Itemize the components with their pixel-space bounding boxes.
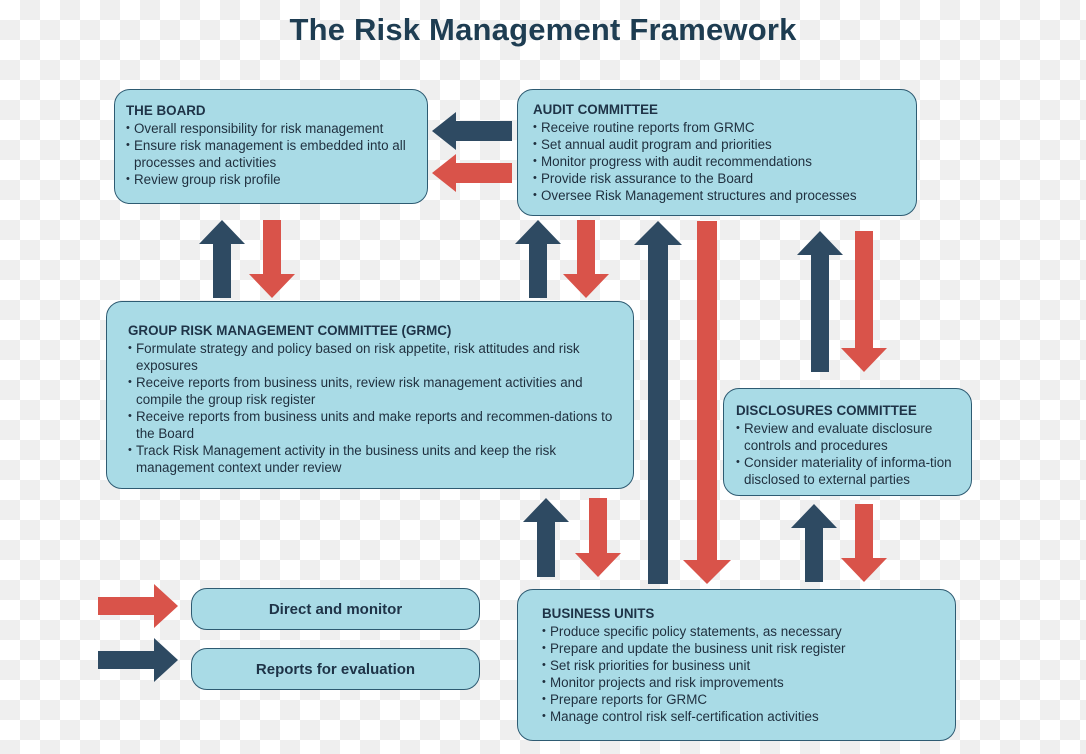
- direct-arrow-disclosures-to-business: [841, 504, 887, 582]
- list-item: Oversee Risk Management structures and p…: [533, 187, 906, 204]
- list-item: Overall responsibility for risk manageme…: [126, 120, 417, 137]
- report-arrow-business-to-audit: [634, 221, 682, 584]
- legend-reports-label: Reports for evaluation: [191, 648, 480, 690]
- business-list: Produce specific policy statements, as n…: [542, 623, 945, 725]
- report-arrow-grmc-to-board: [199, 220, 245, 298]
- list-item: Prepare and update the business unit ris…: [542, 640, 945, 657]
- list-item: Consider materiality of informa-tion dis…: [736, 454, 963, 488]
- direct-arrow-board-to-grmc: [249, 220, 295, 298]
- grmc-list: Formulate strategy and policy based on r…: [128, 340, 614, 476]
- disclosures-committee-box: DISCLOSURES COMMITTEE Review and evaluat…: [723, 388, 972, 496]
- list-item: Manage control risk self-certification a…: [542, 708, 945, 725]
- business-heading: BUSINESS UNITS: [542, 606, 655, 621]
- list-item: Track Risk Management activity in the bu…: [128, 442, 614, 476]
- board-list: Overall responsibility for risk manageme…: [126, 120, 417, 188]
- report-arrow-audit-to-board: [432, 112, 512, 150]
- list-item: Ensure risk management is embedded into …: [126, 137, 409, 171]
- legend-direct-arrow-icon: [98, 584, 178, 628]
- legend-reports-text: Reports for evaluation: [255, 660, 416, 678]
- grmc-heading: GROUP RISK MANAGEMENT COMMITTEE (GRMC): [128, 323, 452, 338]
- list-item: Receive reports from business units, rev…: [128, 374, 614, 408]
- direct-arrow-audit-to-board: [432, 154, 512, 192]
- diagram-title: The Risk Management Framework: [289, 12, 797, 47]
- report-arrow-business-to-grmc: [523, 498, 569, 577]
- direct-arrow-audit-to-grmc: [563, 220, 609, 298]
- direct-arrow-audit-to-disclosures: [841, 231, 887, 372]
- list-item: Provide risk assurance to the Board: [533, 170, 906, 187]
- business-units-box: BUSINESS UNITS Produce specific policy s…: [517, 589, 956, 741]
- audit-heading: AUDIT COMMITTEE: [533, 102, 658, 117]
- list-item: Prepare reports for GRMC: [542, 691, 945, 708]
- disclosures-list: Review and evaluate disclosure controls …: [736, 420, 963, 488]
- list-item: Produce specific policy statements, as n…: [542, 623, 945, 640]
- report-arrow-business-to-disclosures: [791, 504, 837, 582]
- list-item: Set annual audit program and priorities: [533, 136, 906, 153]
- list-item: Monitor projects and risk improvements: [542, 674, 945, 691]
- list-item: Formulate strategy and policy based on r…: [128, 340, 614, 374]
- list-item: Review and evaluate disclosure controls …: [736, 420, 963, 454]
- list-item: Monitor progress with audit recommendati…: [533, 153, 906, 170]
- board-box: THE BOARD Overall responsibility for ris…: [114, 89, 428, 204]
- grmc-box: GROUP RISK MANAGEMENT COMMITTEE (GRMC) F…: [106, 301, 634, 489]
- report-arrow-disclosures-to-audit: [797, 231, 843, 372]
- legend-direct-text: Direct and monitor: [268, 600, 403, 618]
- legend-direct-label: Direct and monitor: [191, 588, 480, 630]
- legend-reports-arrow-icon: [98, 638, 178, 682]
- report-arrow-grmc-to-audit: [515, 220, 561, 298]
- audit-list: Receive routine reports from GRMC Set an…: [533, 119, 906, 204]
- list-item: Receive routine reports from GRMC: [533, 119, 906, 136]
- audit-committee-box: AUDIT COMMITTEE Receive routine reports …: [517, 89, 917, 216]
- direct-arrow-audit-to-business: [683, 221, 731, 584]
- direct-arrow-grmc-to-business: [575, 498, 621, 577]
- list-item: Receive reports from business units and …: [128, 408, 614, 442]
- disclosures-heading: DISCLOSURES COMMITTEE: [736, 403, 917, 418]
- list-item: Set risk priorities for business unit: [542, 657, 945, 674]
- board-heading: THE BOARD: [126, 103, 206, 118]
- list-item: Review group risk profile: [126, 171, 417, 188]
